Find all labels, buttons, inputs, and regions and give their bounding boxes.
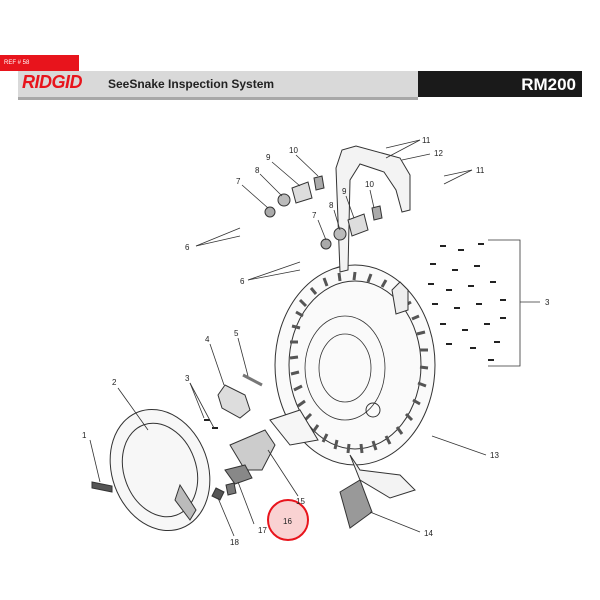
leader-lines [89, 139, 540, 537]
highlight-circle [267, 499, 309, 541]
callout: 17 [258, 526, 267, 535]
product-title: SeeSnake Inspection System [108, 77, 275, 91]
callout: 3 [185, 374, 190, 383]
callout-labels: 1 2 3 3 4 5 6 6 7 7 8 8 9 9 10 10 11 11 … [82, 136, 550, 547]
reel-frame [269, 145, 416, 499]
header-banner [18, 71, 418, 97]
callout: 6 [185, 243, 190, 252]
callout: 6 [240, 277, 245, 286]
callout: 7 [312, 211, 317, 220]
callout: 16 [283, 517, 292, 526]
callout: 10 [289, 146, 298, 155]
callout: 5 [234, 329, 239, 338]
model-label: RM200 [418, 71, 582, 97]
part-16 [224, 464, 253, 485]
part-5 [242, 373, 263, 387]
callout: 2 [112, 378, 117, 387]
part-grip [91, 481, 113, 493]
callout: 18 [230, 538, 239, 547]
callout: 8 [329, 201, 334, 210]
callout: 3 [545, 298, 550, 307]
part-18 [211, 487, 225, 501]
callout: 12 [434, 149, 443, 158]
callout: 15 [296, 497, 305, 506]
callout: 9 [266, 153, 271, 162]
brand-logo: RIDGID [22, 72, 83, 92]
part-17 [225, 482, 237, 496]
part-front-cover [109, 408, 211, 532]
callout: 11 [422, 136, 431, 145]
callout: 8 [255, 166, 260, 175]
header-banner-shadow [18, 97, 418, 100]
reel-drum [274, 264, 436, 466]
callout: 9 [342, 187, 347, 196]
part-4 [217, 384, 251, 419]
callout: 13 [490, 451, 499, 460]
ref-tag: REF # 58 [0, 55, 79, 71]
screws-group [204, 243, 506, 429]
callout: 4 [205, 335, 210, 344]
callout: 14 [424, 529, 433, 538]
parts-upper-left [264, 175, 383, 250]
callout: 1 [82, 431, 87, 440]
callout: 11 [476, 166, 485, 175]
part-14 [339, 479, 373, 529]
callout: 10 [365, 180, 374, 189]
callout: 7 [236, 177, 241, 186]
